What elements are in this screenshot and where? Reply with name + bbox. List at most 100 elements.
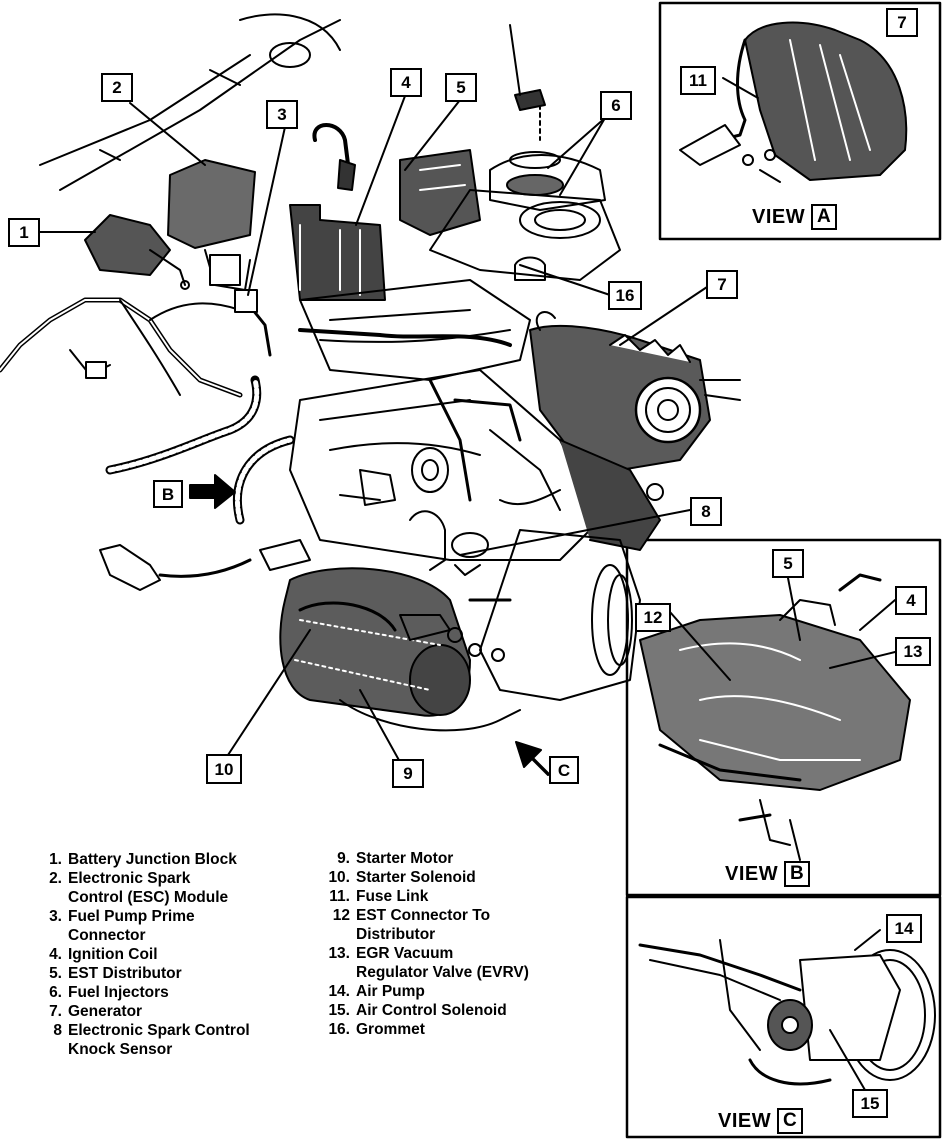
legend-item-text: Battery Junction Block	[68, 851, 237, 868]
callout-10: 10	[206, 754, 242, 784]
callout-1: 1	[8, 218, 40, 247]
legend-item-text: EGR Vacuum	[356, 945, 454, 962]
view-a-letter: A	[811, 204, 838, 230]
view-b-letter: B	[784, 861, 811, 887]
view-c-letter: C	[777, 1108, 804, 1134]
legend-item-text: Fuel Pump Prime	[68, 908, 195, 925]
legend-item: 9. Starter Motor	[328, 849, 529, 868]
legend-item: 8 Electronic Spark Control	[40, 1021, 250, 1040]
view-a-frame	[658, 1, 942, 241]
legend-item: Distributor	[328, 925, 529, 944]
legend-right: 9. Starter Motor 10. Starter Solenoid 11. Fus…	[328, 849, 529, 1039]
legend-item-number: 2.	[49, 870, 62, 887]
legend-item-number: 11.	[329, 888, 350, 905]
legend-item: 10. Starter Solenoid	[328, 868, 529, 887]
legend-item-text: Air Pump	[356, 983, 425, 1000]
legend-item: 2. Electronic Spark	[40, 869, 250, 888]
battery-junction-block	[84, 214, 171, 276]
legend-item-number: 5.	[49, 965, 62, 982]
view-b-callout-12: 12	[635, 603, 671, 632]
legend-item: 14. Air Pump	[328, 982, 529, 1001]
view-c-word: VIEW	[718, 1109, 772, 1132]
legend-item: 12 EST Connector To	[328, 906, 529, 925]
view-c-frame	[625, 895, 942, 1139]
view-c-label: VIEW C	[718, 1108, 804, 1134]
est-distributor	[399, 149, 481, 236]
legend-item-text: Control (ESC) Module	[68, 889, 229, 906]
view-b-callout-13: 13	[895, 637, 931, 666]
legend-left: 1. Battery Junction Block 2. Electronic Spa…	[40, 850, 250, 1059]
legend-item-text: Starter Solenoid	[356, 869, 476, 886]
legend-item-text: Connector	[68, 927, 146, 944]
view-a-word: VIEW	[752, 205, 806, 228]
legend-item: 1. Battery Junction Block	[40, 850, 250, 869]
view-c-arrow-label: C	[549, 756, 579, 784]
legend-item-number	[328, 925, 350, 944]
callout-7: 7	[706, 270, 738, 299]
view-b-frame	[625, 538, 942, 897]
legend-item: 6. Fuel Injectors	[40, 983, 250, 1002]
callout-6: 6	[600, 91, 632, 120]
legend-item-number: 13.	[328, 945, 350, 962]
legend-item-number: 10.	[328, 869, 350, 886]
legend-item-text: Regulator Valve (EVRV)	[356, 964, 529, 981]
ignition-coil	[289, 204, 386, 301]
view-b-arrow-label: B	[153, 480, 183, 508]
legend-item: Knock Sensor	[40, 1040, 250, 1059]
legend-item: 7. Generator	[40, 1002, 250, 1021]
legend-item-text: Electronic Spark Control	[68, 1022, 250, 1039]
legend-item-text: Fuel Injectors	[68, 984, 169, 1001]
view-a-callout-7: 7	[886, 8, 918, 37]
legend-item-text: Air Control Solenoid	[356, 1002, 507, 1019]
legend-item-text: Knock Sensor	[68, 1041, 173, 1058]
legend-item: 13. EGR Vacuum	[328, 944, 529, 963]
legend-item-number: 9.	[337, 850, 350, 867]
view-b-arrow	[189, 474, 236, 509]
legend-item-number: 4.	[49, 946, 62, 963]
legend-item-number: 3.	[49, 908, 62, 925]
legend-item-number: 12	[332, 907, 350, 924]
legend-item: 5. EST Distributor	[40, 964, 250, 983]
legend-item-number: 7.	[49, 1003, 62, 1020]
view-a-label: VIEW A	[752, 204, 838, 230]
legend-item-number: 8	[53, 1022, 62, 1039]
view-a-callout-11: 11	[680, 66, 716, 95]
view-b-callout-5: 5	[772, 549, 804, 578]
legend-item-number: 6.	[49, 984, 62, 1001]
view-b-word: VIEW	[725, 862, 779, 885]
legend-item: 11. Fuse Link	[328, 887, 529, 906]
legend-item-number	[40, 1040, 62, 1059]
view-c-callout-14: 14	[886, 914, 922, 943]
legend-item-text: EST Connector To	[356, 907, 491, 924]
legend-item-number: 14.	[328, 983, 350, 1000]
view-c-arrow	[515, 741, 550, 776]
legend-item: Connector	[40, 926, 250, 945]
legend-item-number	[40, 888, 62, 907]
callout-8: 8	[690, 497, 722, 526]
callout-4: 4	[390, 68, 422, 97]
callout-2: 2	[101, 73, 133, 102]
view-b-callout-4: 4	[895, 586, 927, 615]
view-b-label: VIEW B	[725, 861, 811, 887]
legend-item-text: Distributor	[356, 926, 436, 943]
legend-item: Control (ESC) Module	[40, 888, 250, 907]
callout-3: 3	[266, 100, 298, 129]
legend-item-number	[328, 963, 350, 982]
legend-item-text: Generator	[68, 1003, 143, 1020]
esc-module	[167, 159, 256, 249]
legend-item-number	[40, 926, 62, 945]
legend-item: Regulator Valve (EVRV)	[328, 963, 529, 982]
legend-item-number: 1.	[49, 851, 62, 868]
legend-item-text: Starter Motor	[356, 850, 454, 867]
legend-item: 15. Air Control Solenoid	[328, 1001, 529, 1020]
legend-item-text: EST Distributor	[68, 965, 182, 982]
legend-item: 3. Fuel Pump Prime	[40, 907, 250, 926]
legend-item-number: 15.	[328, 1002, 350, 1019]
legend-item-text: Ignition Coil	[68, 946, 158, 963]
legend-item-text: Fuse Link	[356, 888, 429, 905]
callout-16: 16	[608, 281, 642, 310]
view-c-callout-15: 15	[852, 1089, 888, 1118]
legend-item-text: Electronic Spark	[68, 870, 191, 887]
legend-item: 4. Ignition Coil	[40, 945, 250, 964]
callout-5: 5	[445, 73, 477, 102]
